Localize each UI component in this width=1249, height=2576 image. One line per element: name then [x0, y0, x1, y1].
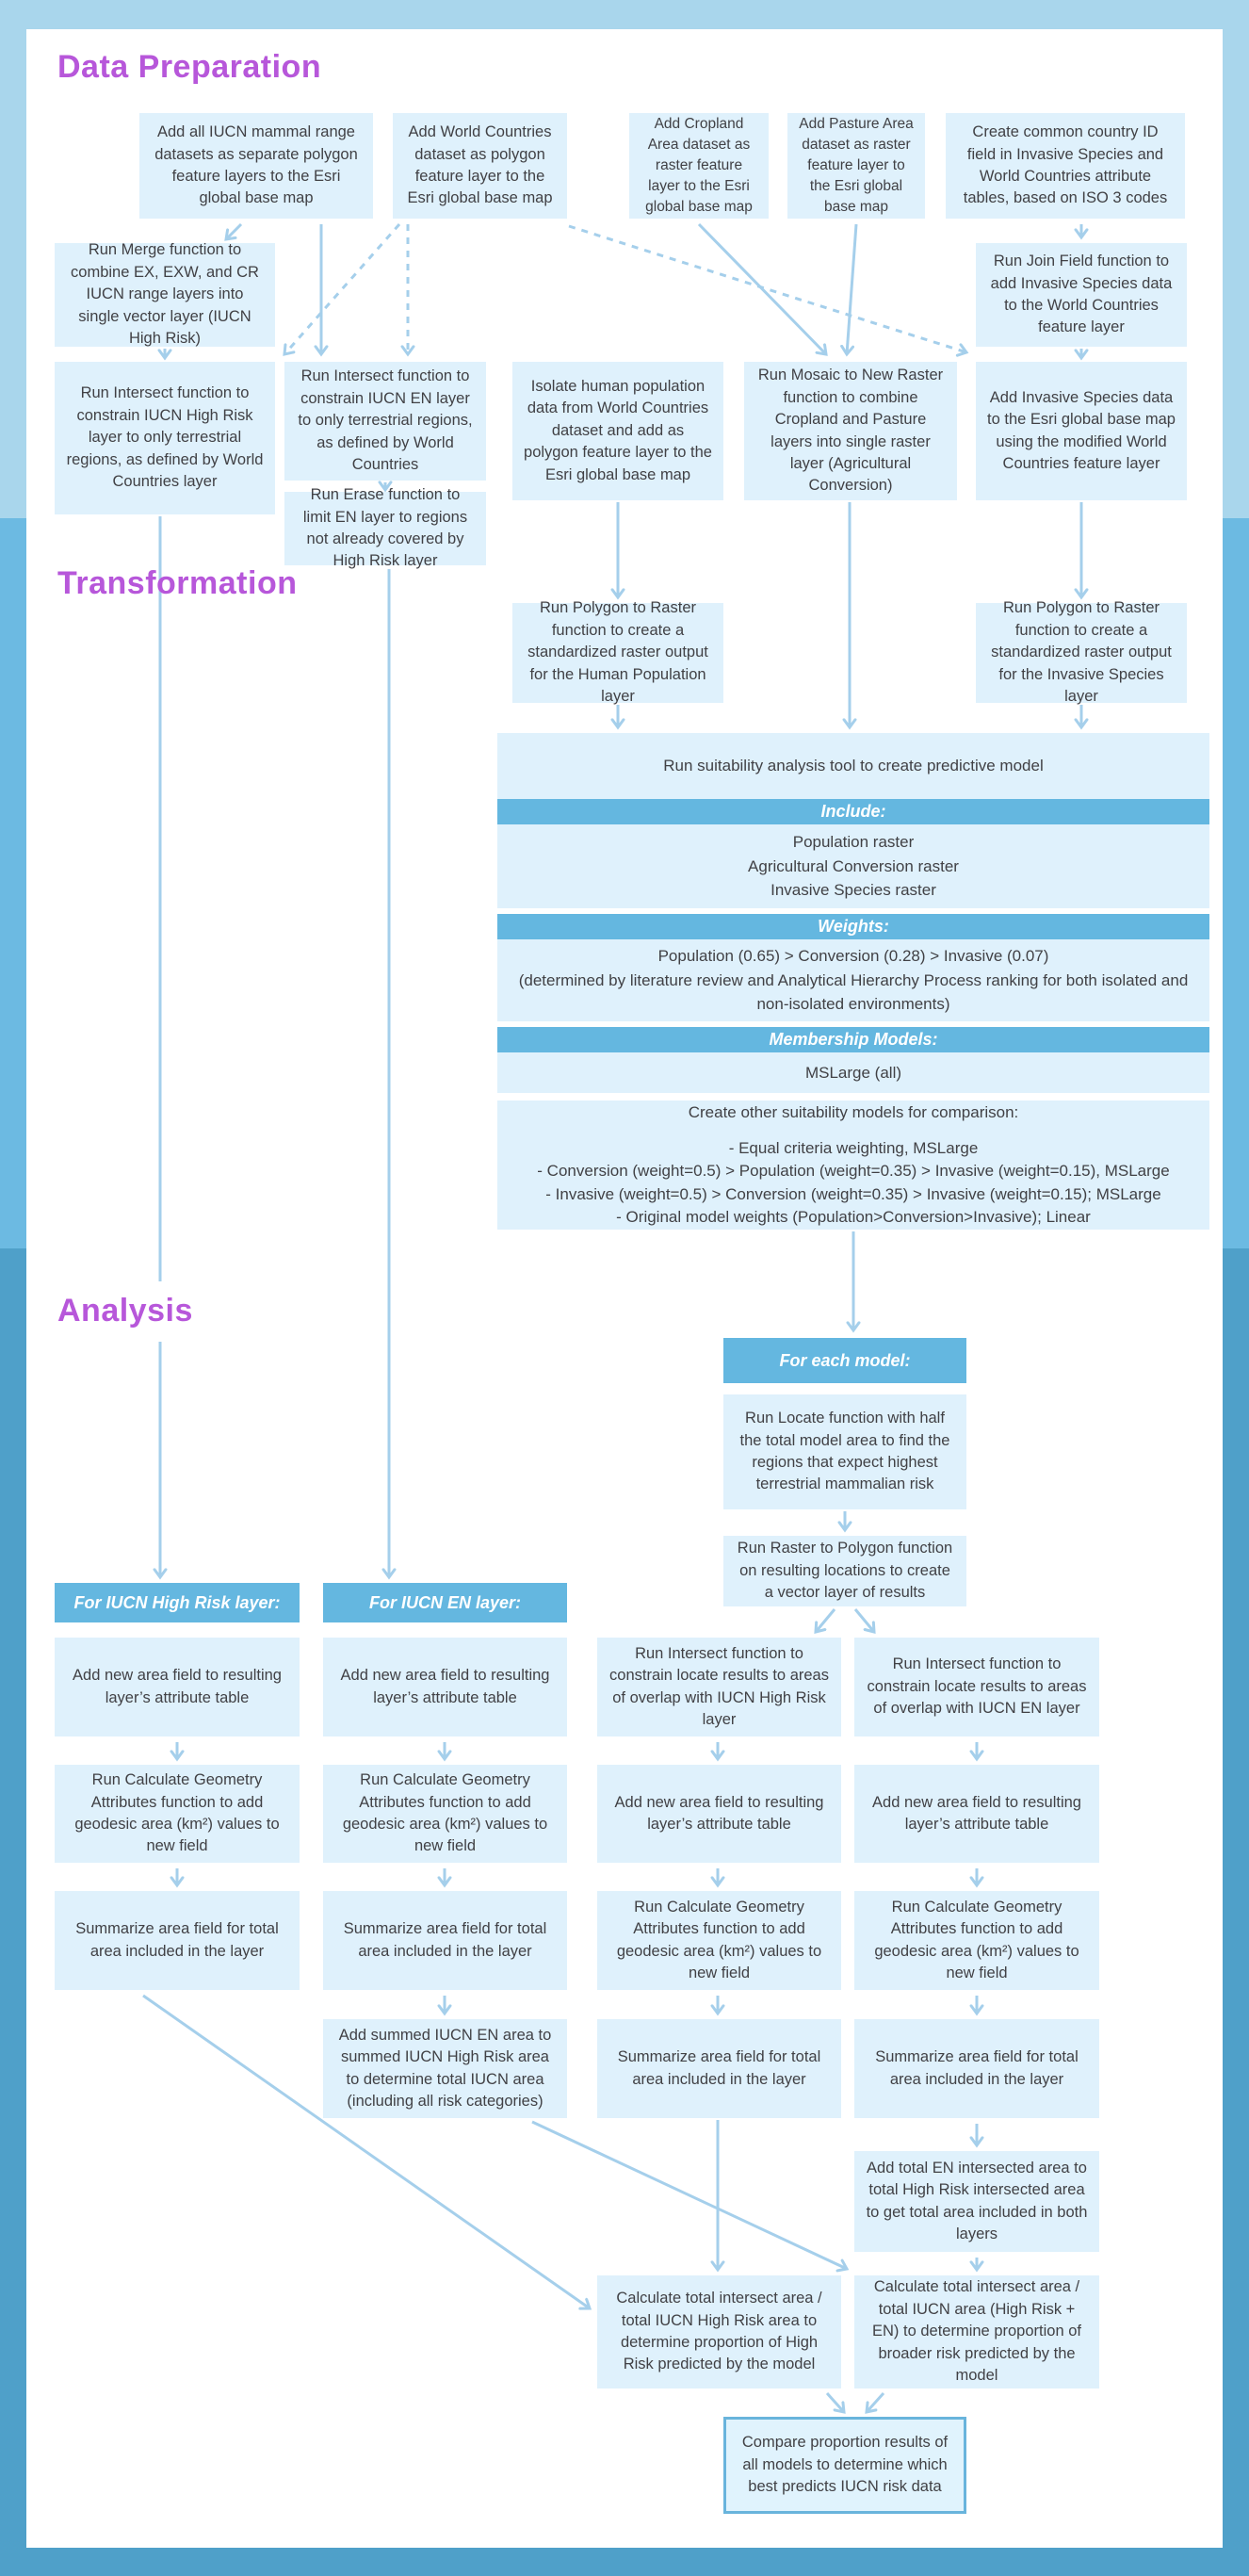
- column-header-en: For IUCN EN layer:: [323, 1583, 567, 1622]
- membership-header: Membership Models:: [497, 1027, 1209, 1052]
- weights-list: Population (0.65) > Conversion (0.28) > …: [497, 939, 1209, 1021]
- other-model-item: - Equal criteria weighting, MSLarge: [728, 1139, 979, 1158]
- step-create-country-id: Create common country ID field in Invasi…: [946, 113, 1185, 219]
- other-model-item: - Invasive (weight=0.5) > Conversion (we…: [545, 1184, 1161, 1203]
- step-add-area-field-locate-en: Add new area field to resulting layer’s …: [854, 1765, 1099, 1863]
- step-merge-high-risk: Run Merge function to combine EX, EXW, a…: [55, 241, 275, 347]
- step-add-total-en: Add total EN intersected area to total H…: [854, 2151, 1099, 2252]
- membership-value: MSLarge (all): [497, 1052, 1209, 1093]
- step-add-world-countries: Add World Countries dataset as polygon f…: [393, 113, 567, 219]
- section-title-analysis: Analysis: [57, 1293, 193, 1329]
- include-item: Population raster: [792, 833, 915, 852]
- step-summarize-locate-hr: Summarize area field for total area incl…: [597, 2019, 841, 2118]
- other-model-item: - Conversion (weight=0.5) > Population (…: [537, 1162, 1170, 1181]
- step-locate: Run Locate function with half the total …: [723, 1394, 966, 1509]
- include-list: Population raster Agricultural Conversio…: [497, 824, 1209, 908]
- step-mosaic-raster: Run Mosaic to New Raster function to com…: [744, 362, 957, 500]
- include-header: Include:: [497, 799, 1209, 824]
- weights-header: Weights:: [497, 914, 1209, 939]
- step-erase-en: Run Erase function to limit EN layer to …: [284, 486, 486, 569]
- step-add-area-field-hr: Add new area field to resulting layer’s …: [55, 1638, 300, 1736]
- step-add-invasive: Add Invasive Species data to the Esri gl…: [976, 362, 1187, 500]
- column-header-high-risk: For IUCN High Risk layer:: [55, 1583, 300, 1622]
- step-add-area-field-locate-hr: Add new area field to resulting layer’s …: [597, 1765, 841, 1863]
- step-calc-geometry-locate-en: Run Calculate Geometry Attributes functi…: [854, 1891, 1099, 1990]
- other-models-title: Create other suitability models for comp…: [688, 1103, 1019, 1122]
- step-other-models: Create other suitability models for comp…: [497, 1101, 1209, 1230]
- include-item: Invasive Species raster: [770, 881, 936, 900]
- step-calc-broader-proportion: Calculate total intersect area / total I…: [854, 2275, 1099, 2389]
- step-raster-population: Run Polygon to Raster function to create…: [512, 599, 723, 705]
- step-intersect-en: Run Intersect function to constrain IUCN…: [284, 362, 486, 481]
- step-intersect-locate-high-risk: Run Intersect function to constrain loca…: [597, 1638, 841, 1736]
- step-summarize-locate-en: Summarize area field for total area incl…: [854, 2019, 1099, 2118]
- step-suitability-analysis: Run suitability analysis tool to create …: [497, 733, 1209, 799]
- include-item: Agricultural Conversion raster: [748, 856, 959, 875]
- step-summarize-en: Summarize area field for total area incl…: [323, 1891, 567, 1990]
- step-calc-geometry-en: Run Calculate Geometry Attributes functi…: [323, 1765, 567, 1863]
- step-raster-to-polygon: Run Raster to Polygon function on result…: [723, 1536, 966, 1606]
- step-intersect-locate-en: Run Intersect function to constrain loca…: [854, 1638, 1099, 1736]
- step-calc-geometry-locate-hr: Run Calculate Geometry Attributes functi…: [597, 1891, 841, 1990]
- suitability-model-spec: Run suitability analysis tool to create …: [497, 733, 1209, 1093]
- step-add-summed-iucn: Add summed IUCN EN area to summed IUCN H…: [323, 2019, 567, 2118]
- step-add-pasture: Add Pasture Area dataset as raster featu…: [787, 113, 925, 219]
- weights-note: (determined by literature review and Ana…: [518, 970, 1189, 1014]
- step-calc-high-risk-proportion: Calculate total intersect area / total I…: [597, 2275, 841, 2389]
- step-isolate-population: Isolate human population data from World…: [512, 362, 723, 500]
- step-join-field: Run Join Field function to add Invasive …: [976, 243, 1187, 347]
- other-model-item: - Original model weights (Population>Con…: [616, 1207, 1091, 1226]
- step-summarize-hr: Summarize area field for total area incl…: [55, 1891, 300, 1990]
- for-each-model-header: For each model:: [723, 1338, 966, 1383]
- step-add-cropland: Add Cropland Area dataset as raster feat…: [629, 113, 769, 219]
- section-title-data-preparation: Data Preparation: [57, 49, 322, 85]
- step-add-area-field-en: Add new area field to resulting layer’s …: [323, 1638, 567, 1736]
- step-intersect-high-risk: Run Intersect function to constrain IUCN…: [55, 362, 275, 514]
- step-calc-geometry-hr: Run Calculate Geometry Attributes functi…: [55, 1765, 300, 1863]
- weights-ranking: Population (0.65) > Conversion (0.28) > …: [657, 947, 1049, 966]
- step-add-iucn-ranges: Add all IUCN mammal range datasets as se…: [139, 113, 373, 219]
- step-raster-invasive: Run Polygon to Raster function to create…: [976, 599, 1187, 705]
- section-title-transformation: Transformation: [57, 565, 298, 601]
- step-compare-models: Compare proportion results of all models…: [723, 2417, 966, 2514]
